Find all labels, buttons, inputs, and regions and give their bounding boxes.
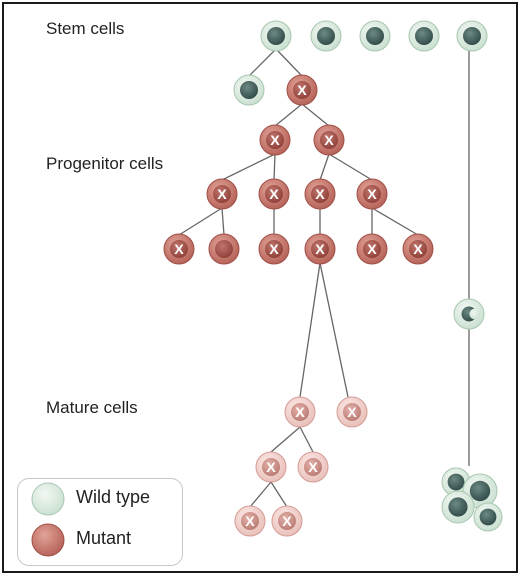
progenitor-cell: X — [356, 178, 388, 210]
mature-mutant-cell: X — [255, 451, 287, 483]
mutation-x-mark: X — [308, 460, 318, 476]
legend-box: Wild type Mutant — [17, 478, 183, 566]
stem-cell-5 — [456, 20, 488, 52]
progenitor-cell: X — [304, 178, 336, 210]
mutant-stem-cell: X — [286, 74, 318, 106]
mutation-x-mark: X — [174, 242, 184, 258]
mutation-x-mark: X — [367, 242, 377, 258]
legend-mutant-label: Mutant — [76, 528, 132, 548]
progenitor-cell: X — [206, 178, 238, 210]
wild-type-swatch — [31, 482, 65, 516]
wild-progenitor-cell — [453, 298, 485, 330]
mutation-x-mark: X — [413, 242, 423, 258]
progenitor-cell: X — [304, 233, 336, 265]
mutation-x-mark: X — [269, 187, 279, 203]
mature-mutant-cell: X — [234, 505, 266, 537]
progenitor-cell-no-mark — [208, 233, 240, 265]
mutation-x-mark: X — [367, 187, 377, 203]
lineage-lines — [178, 48, 470, 508]
mutation-x-mark: X — [324, 133, 334, 149]
legend-swatches — [31, 482, 65, 557]
mutation-x-mark: X — [315, 187, 325, 203]
progenitor-cell: X — [313, 124, 345, 156]
mature-mutant-cell: X — [284, 396, 316, 428]
wild-stem-daughter — [233, 74, 265, 106]
mutation-x-mark: X — [245, 514, 255, 530]
mutation-x-mark: X — [270, 133, 280, 149]
progenitor-cells-label: Progenitor cells — [46, 154, 164, 173]
mature-mutant-cell: X — [271, 505, 303, 537]
stem-cell-3 — [359, 20, 391, 52]
wild-mature-cell — [473, 502, 503, 532]
mature-mutant-cell: X — [336, 396, 368, 428]
lineage-diagram: X X X X X X X X X X X X X X X X X X — [163, 20, 503, 537]
mutation-x-mark: X — [347, 405, 357, 421]
mutant-swatch — [31, 523, 65, 557]
stem-cell-2 — [310, 20, 342, 52]
wild-mature-cell — [441, 490, 475, 524]
mature-cells-label: Mature cells — [46, 398, 138, 417]
cell-layer: X X X X X X X X X X X X X X X X X X — [163, 20, 503, 537]
legend-wild-label: Wild type — [76, 487, 151, 507]
mature-mutant-cell: X — [297, 451, 329, 483]
progenitor-cell: X — [163, 233, 195, 265]
progenitor-cell: X — [356, 233, 388, 265]
stem-cell-4 — [408, 20, 440, 52]
mutation-x-mark: X — [266, 460, 276, 476]
mutation-x-mark: X — [282, 514, 292, 530]
progenitor-cell: X — [258, 233, 290, 265]
mutation-x-mark: X — [269, 242, 279, 258]
mutation-x-mark: X — [217, 187, 227, 203]
mutation-x-mark: X — [297, 83, 307, 99]
progenitor-cell: X — [402, 233, 434, 265]
stem-cells-label: Stem cells — [46, 19, 125, 38]
progenitor-cell: X — [259, 124, 291, 156]
progenitor-cell: X — [258, 178, 290, 210]
mutation-x-mark: X — [295, 405, 305, 421]
mutation-x-mark: X — [315, 242, 325, 258]
stem-cell-1 — [260, 20, 292, 52]
